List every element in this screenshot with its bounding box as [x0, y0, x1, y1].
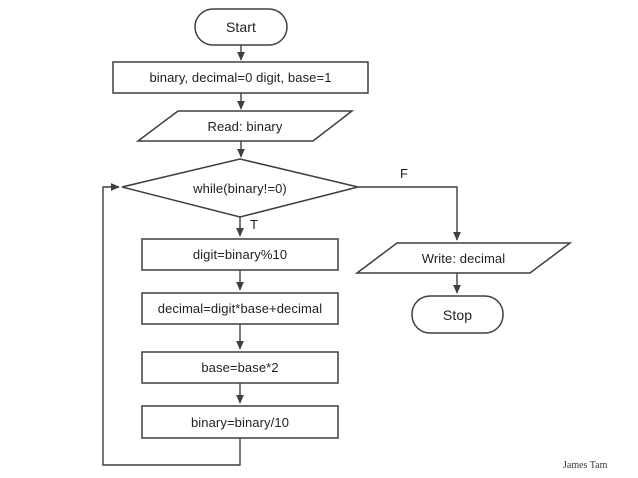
base-process-shape: [141, 351, 339, 384]
stop-terminator-shape: [411, 295, 504, 334]
binary-process-shape: [141, 405, 339, 439]
connector-loop-back: [102, 183, 241, 466]
false-branch-label: F: [400, 166, 408, 181]
digit-process-shape: [141, 238, 339, 271]
true-branch-label: T: [250, 217, 258, 232]
decimal-process-shape: [141, 292, 339, 325]
connector-while-write-false: [358, 186, 461, 241]
while-decision-diamond-shape: [121, 158, 359, 218]
read-io-parallelogram-shape: [135, 110, 355, 142]
author-credit: James Tam: [563, 460, 608, 471]
start-terminator-shape: [194, 8, 288, 46]
init-process-shape: [112, 61, 369, 94]
write-io-parallelogram-shape: [354, 242, 573, 274]
